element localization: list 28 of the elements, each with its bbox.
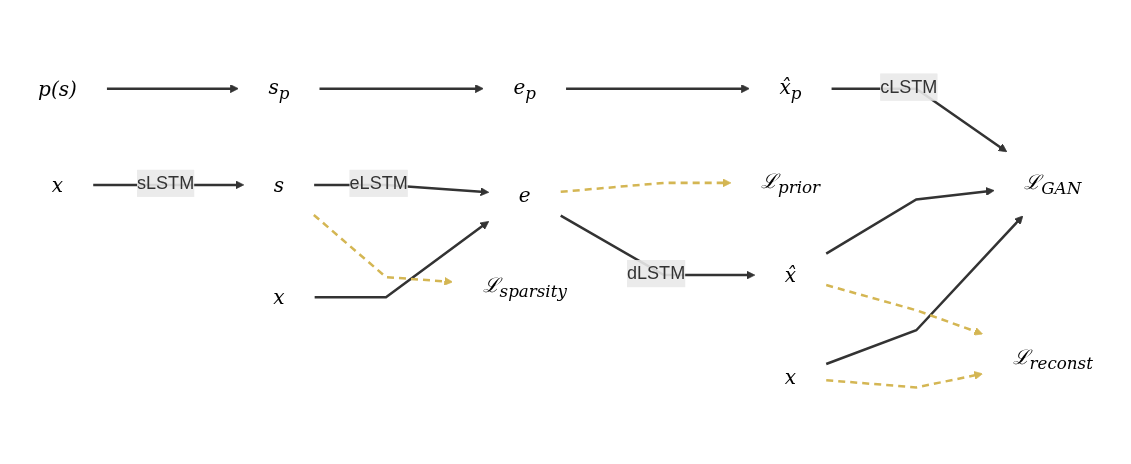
arrow (560, 178, 732, 194)
edge-label: eLSTM (349, 172, 408, 193)
node-text: x̂ (784, 263, 797, 288)
arrow (825, 187, 995, 255)
node-text: ℒ$_{prior}$ (760, 168, 821, 197)
node-text: ℒ$_{reconst}$ (1012, 345, 1093, 374)
arrow (319, 84, 484, 94)
node-text: p(s) (38, 76, 77, 101)
edge-label: dLSTM (627, 263, 686, 284)
node-text: x (784, 365, 797, 390)
node-text: e (518, 182, 531, 207)
node-text: ℒ$_{GAN}$ (1024, 169, 1082, 198)
node-text: ℒ$_{sparsity}$ (482, 273, 567, 302)
arrow (106, 84, 239, 94)
node-text: e$_{p}$ (513, 74, 536, 103)
node-text: x̂$_{p}$ (779, 74, 802, 103)
arrow (313, 214, 453, 286)
arrow (314, 221, 490, 299)
edge-label: cLSTM (880, 76, 938, 97)
node-text: s (273, 172, 285, 197)
arrow (825, 215, 1024, 366)
arrow (566, 84, 750, 94)
arrow (826, 371, 983, 389)
node-text: s$_{p}$ (268, 74, 290, 103)
arrow (825, 283, 983, 336)
edge-label: sLSTM (137, 172, 195, 193)
node-text: x (273, 285, 285, 310)
node-text: x (51, 172, 64, 197)
